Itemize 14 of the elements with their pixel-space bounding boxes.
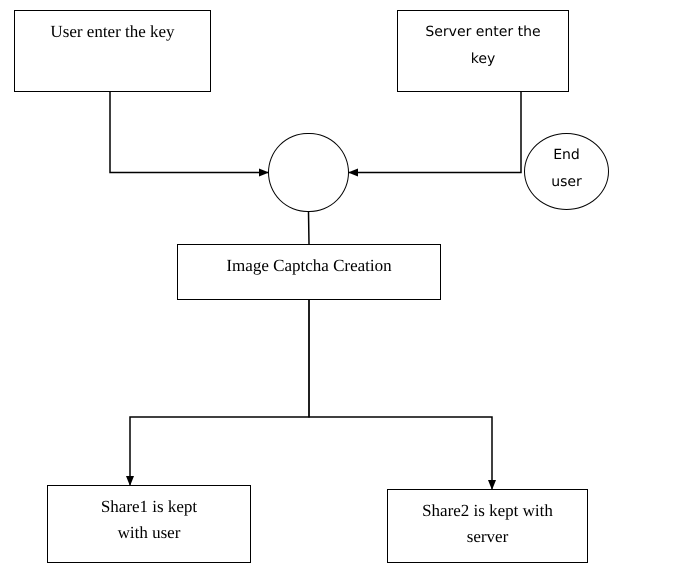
process-box xyxy=(177,244,441,300)
node-label: Share2 is kept with server xyxy=(421,500,554,548)
node-label: Share1 is kept with user xyxy=(100,496,198,544)
arrow xyxy=(308,300,496,490)
process-box xyxy=(397,10,569,92)
node-label: Image Captcha Creation xyxy=(226,255,392,277)
process-box xyxy=(14,10,211,92)
arrow xyxy=(109,92,269,176)
arrow xyxy=(348,92,522,176)
process-box xyxy=(47,485,251,563)
node-label: End user xyxy=(550,146,583,192)
process-box xyxy=(387,489,588,563)
node-label: Server enter the key xyxy=(424,23,542,69)
node-label: User enter the key xyxy=(50,21,175,43)
